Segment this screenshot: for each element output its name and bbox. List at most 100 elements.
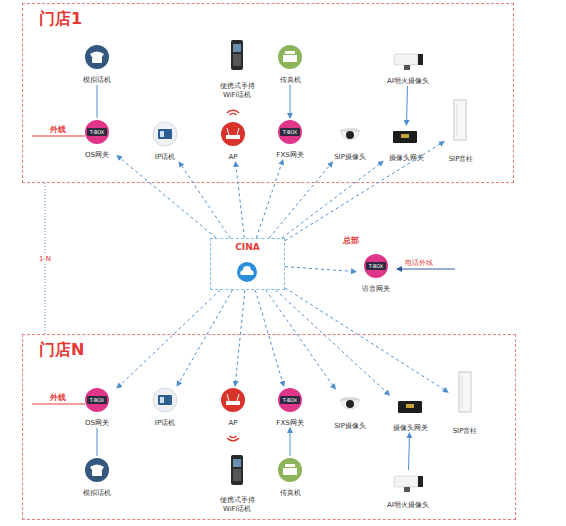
device-node: 模拟话机 — [77, 456, 117, 498]
ai-camera-icon — [394, 54, 423, 70]
local-link — [97, 85, 98, 118]
device-label: SIP摄像头 — [328, 422, 372, 431]
device-node: SIP音柱 — [448, 370, 482, 436]
network-link — [285, 288, 448, 392]
device-label: SIP音柱 — [444, 155, 478, 164]
device-node: IP话机 — [145, 120, 185, 162]
speaker-icon — [454, 100, 466, 140]
annotation-label: 外线 — [50, 393, 66, 403]
handset-icon — [231, 455, 243, 485]
group-title: 门店N — [39, 341, 84, 359]
network-link — [235, 162, 244, 238]
analog-phone-icon — [85, 458, 109, 482]
speaker-icon — [459, 372, 471, 412]
camera-gateway-icon — [393, 131, 417, 143]
device-label: SIP音柱 — [448, 427, 482, 436]
device-label: AP — [213, 153, 253, 162]
device-label: IP话机 — [145, 419, 185, 428]
gateway-icon — [85, 120, 109, 144]
device-node: OS网关 — [77, 118, 117, 160]
device-node: 传真机 — [272, 456, 308, 498]
outside-line-wire — [32, 136, 85, 137]
cloud-platform-box: CINA — [210, 238, 285, 290]
camera-gateway-icon — [398, 401, 422, 413]
network-link — [285, 267, 356, 272]
dome-camera-icon — [340, 128, 360, 140]
network-link — [117, 290, 220, 388]
local-link — [290, 428, 291, 456]
device-label: 便携式手持 WiFi话机 — [213, 496, 261, 514]
device-node: 便携式手持 WiFi话机 — [213, 452, 261, 514]
device-label: OS网关 — [77, 419, 117, 428]
group-title: 门店1 — [39, 10, 82, 28]
device-label: FXS网关 — [270, 151, 310, 160]
device-label: 摄像头网关 — [383, 154, 429, 163]
network-link — [117, 156, 216, 238]
device-label: AI明火摄像头 — [380, 77, 436, 86]
device-label: 模拟话机 — [77, 76, 117, 85]
device-badge: T-BOX — [90, 129, 105, 135]
ai-camera-icon — [394, 476, 423, 492]
device-node: 便携式手持 WiFi话机 — [213, 38, 261, 100]
device-node: SIP音柱 — [444, 98, 478, 164]
network-link — [266, 290, 336, 389]
local-link — [97, 428, 98, 456]
device-node: AP — [213, 386, 253, 428]
wifi-icon — [227, 436, 239, 441]
device-node: 模拟话机 — [77, 43, 117, 85]
device-node: AI明火摄像头 — [380, 470, 436, 510]
network-link — [235, 290, 245, 386]
annotation-label: 外线 — [50, 125, 66, 135]
network-link — [177, 290, 232, 386]
store-group: 门店NOS网关IP话机APFXS网关SIP摄像头摄像头网关SIP音柱模拟话机便携… — [22, 334, 516, 520]
wifi-icon — [227, 436, 239, 441]
device-node: 传真机 — [272, 43, 308, 85]
network-link — [285, 142, 444, 241]
ip-phone-icon — [153, 122, 177, 146]
dome-camera-icon — [340, 397, 360, 409]
gateway-icon — [85, 388, 109, 412]
device-label: 语音网关 — [356, 285, 396, 294]
device-label: 传真机 — [272, 76, 308, 85]
device-node: OS网关 — [77, 386, 117, 428]
local-link — [408, 433, 410, 470]
network-link — [276, 290, 390, 395]
device-label: AI明火摄像头 — [380, 501, 436, 510]
network-link — [179, 162, 230, 238]
annotation-label: 电话外线 — [405, 259, 433, 268]
handset-icon — [231, 40, 243, 70]
network-link — [269, 162, 332, 238]
trunk-arrow — [397, 269, 455, 270]
ap-icon — [221, 388, 245, 412]
device-node: IP话机 — [145, 386, 185, 428]
cloud-icon — [237, 262, 257, 282]
device-label: 便携式手持 WiFi话机 — [213, 82, 261, 100]
device-label: 传真机 — [272, 489, 308, 498]
device-node: AI明火摄像头 — [380, 46, 436, 86]
device-badge: T-BOX — [90, 397, 105, 403]
device-badge: T-BOX — [369, 263, 384, 269]
network-link — [256, 160, 283, 238]
outside-line-wire — [32, 404, 85, 405]
device-node: 摄像头网关 — [383, 125, 429, 163]
device-label: AP — [213, 419, 253, 428]
ip-phone-icon — [153, 388, 177, 412]
device-node: AP — [213, 120, 253, 162]
local-link — [406, 86, 407, 125]
device-node: SIP摄像头 — [328, 120, 372, 162]
device-node: 语音网关 — [356, 252, 396, 294]
device-label: SIP摄像头 — [328, 153, 372, 162]
edge-label: 1-N — [39, 254, 51, 263]
local-link — [290, 85, 291, 118]
device-label: 模拟话机 — [77, 489, 117, 498]
fax-icon — [278, 45, 302, 69]
device-node: 摄像头网关 — [386, 395, 434, 433]
fax-icon — [278, 458, 302, 482]
device-label: OS网关 — [77, 151, 117, 160]
network-link — [282, 161, 383, 238]
gateway-icon — [278, 388, 302, 412]
analog-phone-icon — [85, 45, 109, 69]
ap-icon — [221, 122, 245, 146]
device-label: 摄像头网关 — [386, 424, 434, 433]
